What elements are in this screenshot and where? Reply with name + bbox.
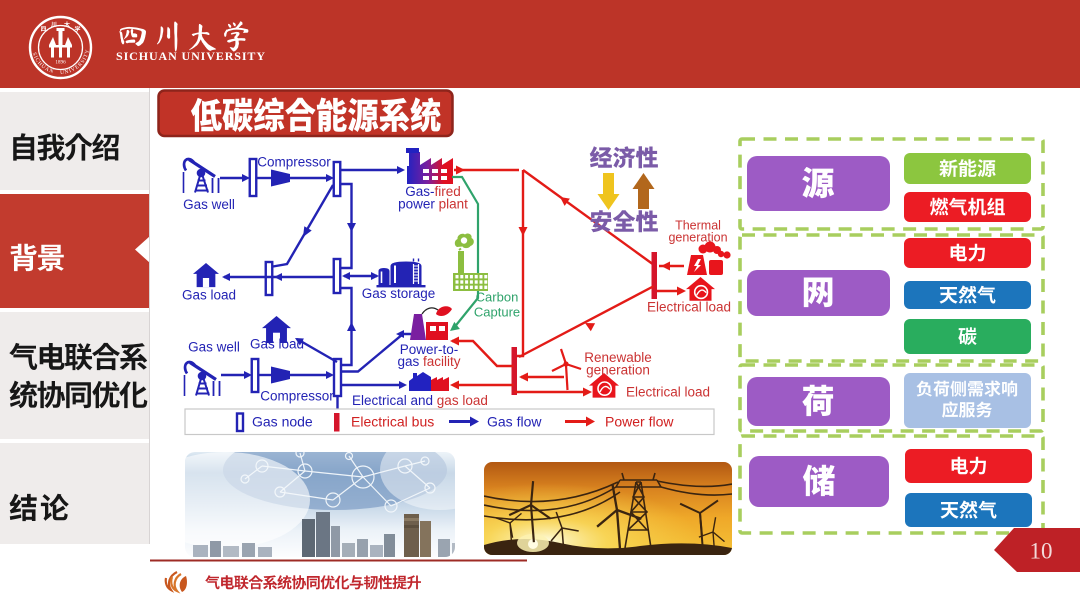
svg-text:Gas load: Gas load (182, 288, 236, 303)
svg-text:Power flow: Power flow (605, 414, 674, 430)
svg-text:Gas storage: Gas storage (362, 286, 436, 301)
svg-text:Gas node: Gas node (252, 414, 313, 430)
svg-text:Electrical load: Electrical load (647, 300, 731, 315)
svg-text:Gas well: Gas well (188, 340, 240, 355)
svg-text:Gas well: Gas well (183, 197, 235, 212)
svg-text:generation: generation (586, 363, 650, 378)
svg-text:Power-to-: Power-to- (400, 342, 459, 357)
svg-text:1896: 1896 (55, 60, 66, 66)
svg-text:gas facility: gas facility (397, 354, 460, 369)
svg-text:power plant: power plant (398, 197, 468, 212)
svg-text:Renewable: Renewable (584, 350, 652, 365)
svg-text:Thermal: Thermal (675, 219, 721, 233)
svg-text:generation: generation (668, 231, 727, 245)
svg-text:Capture: Capture (474, 305, 520, 320)
svg-text:SICHUAN UNIVERSITY: SICHUAN UNIVERSITY (116, 49, 266, 63)
svg-text:Compressor: Compressor (260, 389, 334, 404)
svg-text:Electrical and gas load: Electrical and gas load (352, 393, 488, 408)
svg-text:Electrical load: Electrical load (626, 385, 710, 400)
svg-text:Gas-fired: Gas-fired (405, 184, 461, 199)
svg-text:Gas load: Gas load (250, 337, 304, 352)
svg-text:Compressor: Compressor (257, 155, 331, 170)
svg-text:Electrical bus: Electrical bus (351, 414, 434, 430)
svg-text:10: 10 (1030, 539, 1053, 564)
svg-text:Carbon: Carbon (476, 290, 519, 305)
svg-text:Gas flow: Gas flow (487, 414, 542, 430)
